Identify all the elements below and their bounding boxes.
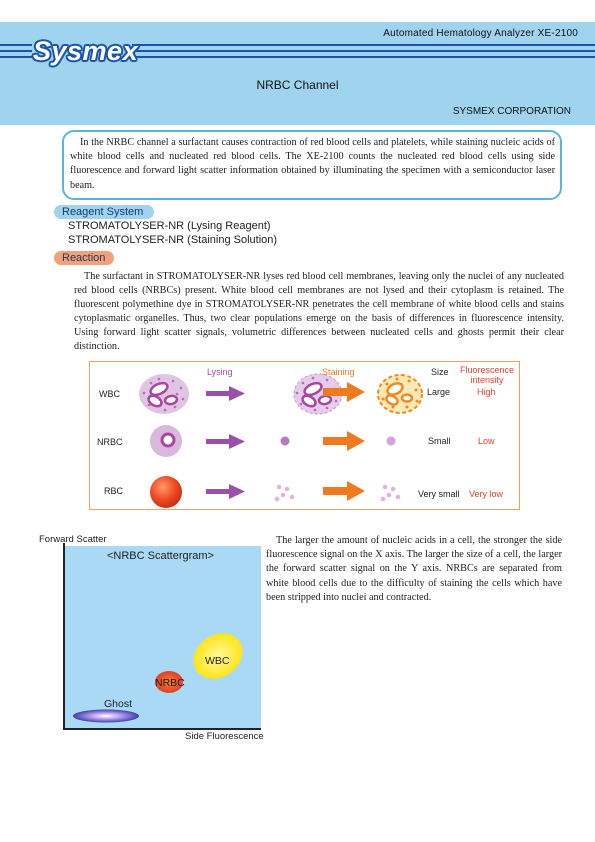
- header-white-strip: [0, 0, 595, 22]
- reaction-paragraph: The surfactant in STROMATOLYSER-NR lyses…: [74, 271, 564, 352]
- scattergram-explanation: The larger the amount of nucleic acids i…: [266, 535, 562, 603]
- intro-box: In the NRBC channel a surfactant causes …: [62, 130, 562, 200]
- scattergram-y-axis: [63, 543, 65, 730]
- page-title: NRBC Channel: [256, 78, 339, 92]
- scattergram-wbc-label: WBC: [205, 655, 230, 667]
- logo-stripe-left-3: [0, 56, 32, 58]
- reaction-heading: Reaction: [54, 251, 114, 265]
- orange-arrow-rbc: [323, 481, 365, 501]
- wbc-stained-icon: [377, 374, 423, 414]
- wbc-population: [193, 633, 243, 679]
- logo-stripe-right-2: [132, 50, 595, 52]
- purple-arrow-nrbc: [206, 434, 245, 449]
- purple-arrow-rbc: [206, 484, 245, 499]
- logo-stripe-right: [132, 44, 595, 46]
- wbc-fluorescence: High: [477, 387, 496, 397]
- product-name: Automated Hematology Analyzer XE-2100: [383, 28, 578, 39]
- rbc-row-label: RBC: [104, 486, 124, 496]
- orange-arrow-nrbc: [323, 431, 365, 451]
- reaction-diagram-frame: [89, 361, 520, 510]
- scattergram-x-axis: [63, 728, 261, 730]
- rbc-size: Very small: [418, 489, 460, 499]
- staining-label: Staining: [322, 367, 355, 377]
- purple-arrow-wbc: [206, 386, 245, 401]
- logo-stripe-left-2: [0, 50, 32, 52]
- nrbc-nucleus-dot: [280, 436, 290, 446]
- nrbc-stained-dot: [386, 436, 396, 446]
- logo-stripe-right-3: [132, 56, 595, 58]
- rbc-cell-icon: [150, 476, 182, 508]
- rbc-fluorescence: Very low: [469, 489, 504, 499]
- logo-stripe-left: [0, 44, 32, 46]
- nrbc-row-label: NRBC: [97, 437, 123, 447]
- rbc-ghost-dots-stained: [380, 484, 401, 502]
- reaction-diagram: [139, 373, 423, 508]
- scattergram-plot: [73, 633, 243, 723]
- scattergram-nrbc-label: NRBC: [155, 677, 185, 689]
- rbc-ghost-dots: [274, 484, 295, 502]
- nrbc-size: Small: [428, 436, 451, 446]
- wbc-row-label: WBC: [99, 389, 120, 399]
- corporation-name: SYSMEX CORPORATION: [452, 106, 571, 117]
- ghost-population: [73, 709, 139, 723]
- scattergram-x-label: Side Fluorescence: [185, 731, 264, 742]
- orange-arrow-wbc: [323, 382, 365, 402]
- sysmex-logo: Sysmex: [33, 36, 139, 66]
- scattergram-y-label: Forward Scatter: [39, 534, 107, 545]
- nrbc-population: [155, 671, 183, 693]
- scattergram-title: <NRBC Scattergram>: [107, 550, 214, 562]
- reagent-heading: Reagent System: [54, 205, 154, 219]
- lysing-label: Lysing: [207, 367, 233, 377]
- size-header: Size: [431, 367, 449, 377]
- wbc-size: Large: [427, 387, 451, 397]
- nrbc-fluorescence: Low: [478, 436, 495, 446]
- wbc-cell-icon: [139, 374, 189, 414]
- nrbc-cell-icon: [150, 425, 182, 457]
- reagent-item-staining: STROMATOLYSER-NR (Staining Solution): [68, 234, 278, 246]
- scattergram-ghost-label: Ghost: [104, 698, 133, 710]
- reagent-item-lysing: STROMATOLYSER-NR (Lysing Reagent): [68, 220, 271, 232]
